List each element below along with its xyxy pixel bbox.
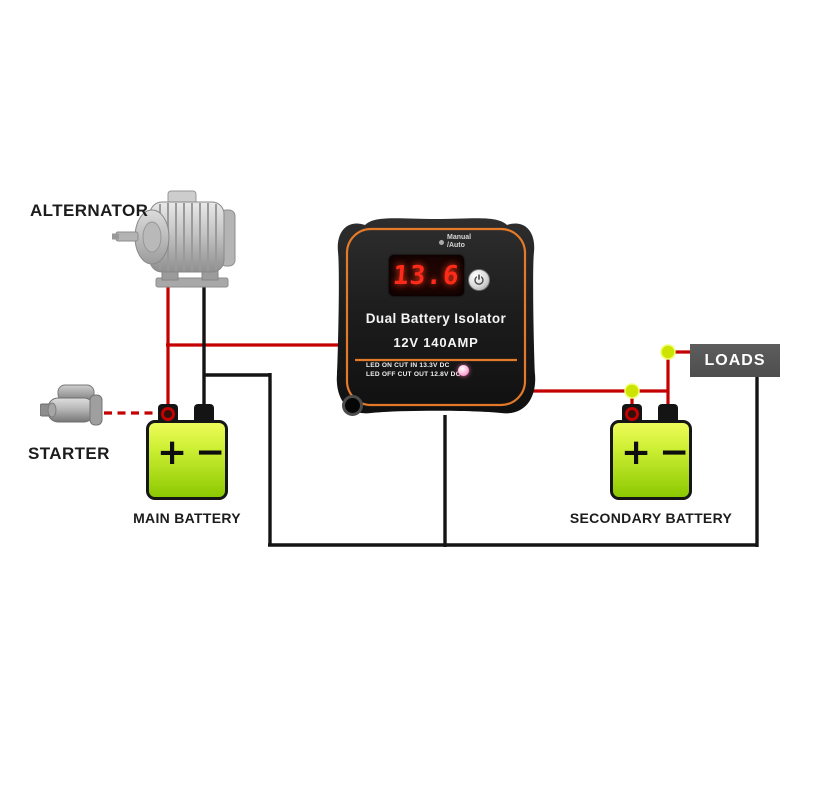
mode-label: Manual /Auto [447, 234, 471, 250]
main-battery-negative-post [194, 404, 214, 424]
isolator-title: Dual Battery Isolator [365, 311, 507, 326]
isolator-rating: 12V 140AMP [393, 335, 479, 350]
orange-trim [345, 227, 527, 407]
secondary-battery-label: SECONDARY BATTERY [569, 510, 733, 526]
alternator-front-hub [142, 221, 162, 253]
isolator-spec-text: LED ON CUT IN 13.3V DC LED OFF CUT OUT 1… [366, 362, 461, 379]
mounting-hole [342, 395, 363, 416]
main-battery-body: + − [146, 420, 228, 500]
junction-dot [624, 383, 640, 399]
minus-symbol: − [195, 432, 226, 473]
loads-box: LOADS [690, 344, 780, 377]
status-led [458, 365, 469, 376]
positive-ring-terminal [625, 407, 639, 421]
dual-battery-isolator-device: Manual /Auto 13.6 Dual Battery Isolator … [329, 210, 543, 428]
starter-label: STARTER [28, 444, 110, 463]
plus-symbol: + [157, 432, 188, 473]
starter-end-cap [89, 394, 103, 426]
power-button[interactable] [468, 269, 490, 291]
main-battery: + − [146, 404, 228, 500]
secondary-battery-negative-post [658, 404, 678, 424]
positive-ring-terminal [161, 407, 175, 421]
voltage-value: 13.6 [391, 260, 462, 291]
loads-label: LOADS [704, 351, 766, 369]
spec-line-2: LED OFF CUT OUT 12.8V DC [366, 370, 461, 378]
voltage-display: 13.6 [389, 255, 464, 296]
secondary-battery: + − [610, 404, 692, 500]
power-icon [474, 274, 484, 285]
plus-symbol: + [621, 432, 652, 473]
mode-line-1: Manual [447, 234, 472, 241]
isolator-housing [336, 218, 536, 414]
isolator-body-shape [336, 218, 536, 414]
starter-front-hub [47, 402, 57, 418]
alternator-graphic [112, 190, 236, 288]
junction-dot [660, 344, 676, 360]
alternator-label: ALTERNATOR [30, 201, 149, 220]
indicator-dot [439, 240, 444, 245]
starter-graphic [40, 384, 103, 426]
spec-line-1: LED ON CUT IN 13.3V DC [366, 362, 450, 369]
minus-symbol: − [659, 432, 690, 473]
alternator-shaft [115, 231, 139, 242]
main-battery-label: MAIN BATTERY [133, 510, 241, 526]
mode-line-2: /Auto [447, 242, 465, 249]
alternator-shaft-tip [112, 233, 119, 240]
secondary-battery-body: + − [610, 420, 692, 500]
